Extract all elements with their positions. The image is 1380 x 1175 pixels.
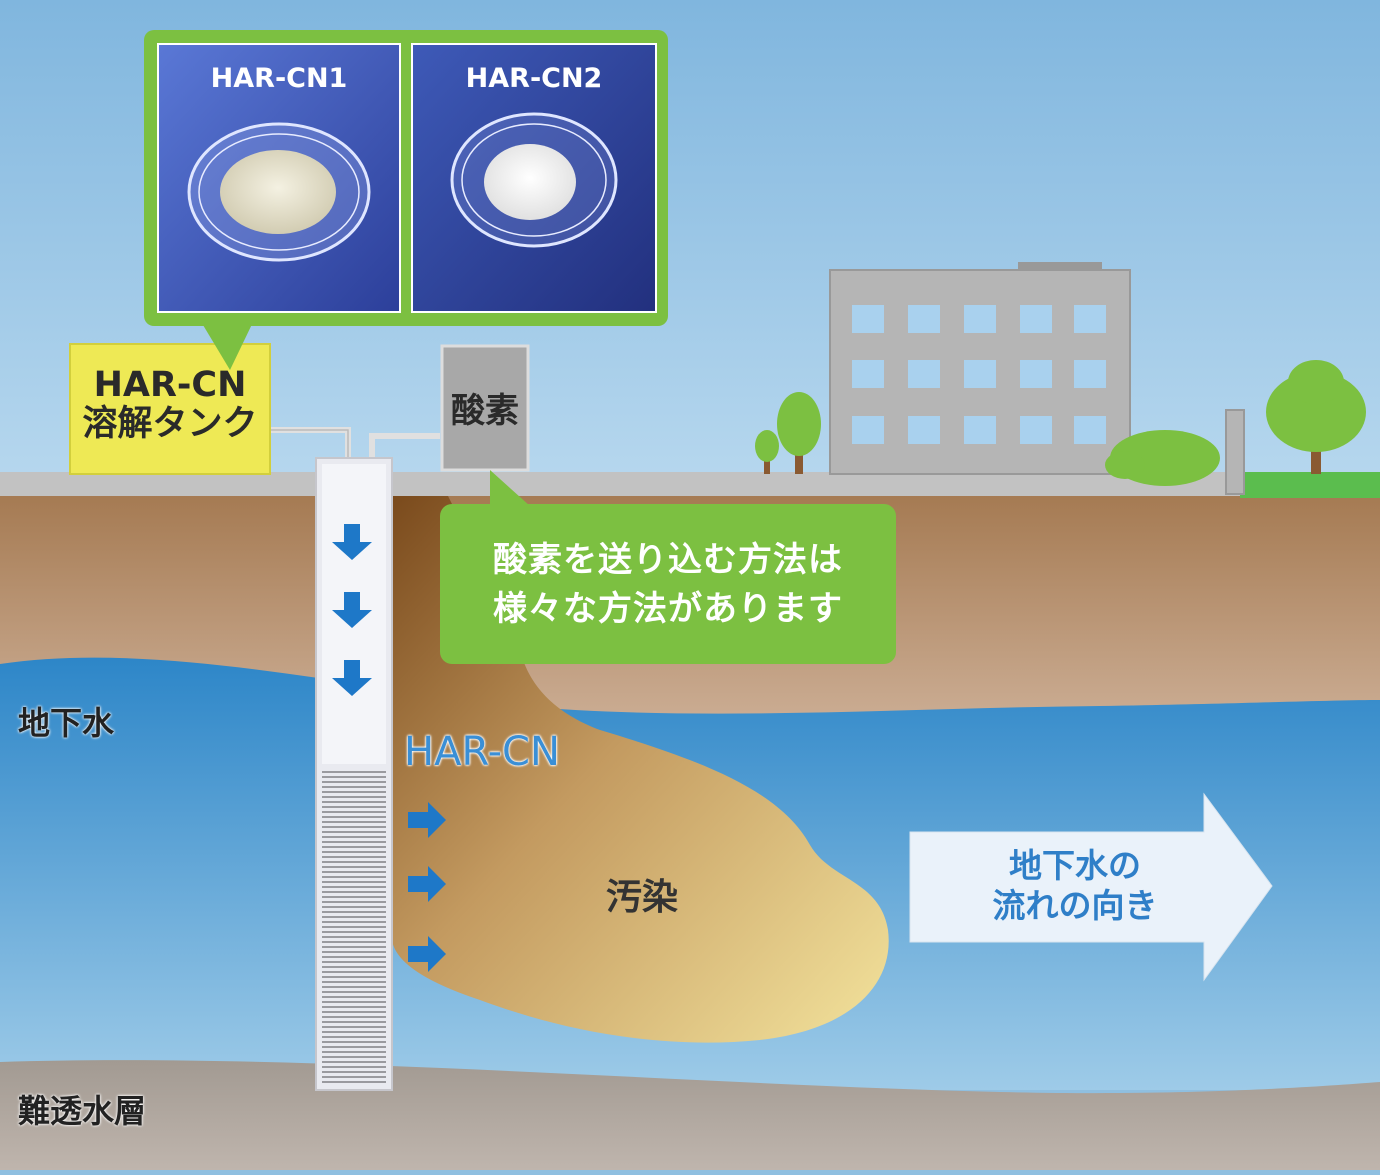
oxygen-box: [440, 344, 530, 472]
tank-label: HAR-CN 溶解タンク: [82, 365, 258, 445]
injection-well: [315, 457, 393, 1091]
bush: [1105, 430, 1220, 486]
injection-label: HAR-CN: [404, 729, 560, 775]
groundwater-label: 地下水: [18, 704, 115, 742]
injection-arrows: [408, 802, 446, 972]
down-arrows: [332, 524, 372, 696]
flow-direction-arrow: [909, 792, 1273, 982]
oxygen-label: 酸素: [451, 391, 519, 431]
powder-har-cn1: [220, 150, 336, 234]
powder-har-cn2: [484, 144, 576, 220]
down-arrow-2: [332, 592, 372, 628]
contamination-label: 汚染: [606, 877, 679, 918]
lawn: [1240, 472, 1380, 498]
tree-large: [1266, 360, 1366, 474]
building: [829, 262, 1245, 495]
flow-direction-label: 地下水の 流れの向き: [992, 846, 1158, 926]
aquitard-label: 難透水層: [18, 1092, 147, 1130]
supply-pipes: [270, 427, 440, 462]
down-arrow-1: [332, 524, 372, 560]
contamination-plume: [392, 496, 889, 1043]
right-arrow-2: [408, 866, 446, 902]
right-arrow-1: [408, 802, 446, 838]
oxygen-note-text: 酸素を送り込む方法は 様々な方法があります: [493, 540, 843, 630]
oxygen-note-bubble: [440, 470, 896, 664]
product-label-har-cn1: HAR-CN1: [210, 63, 348, 94]
down-arrow-3: [332, 660, 372, 696]
tank-box: [69, 343, 271, 475]
ground-surface: [0, 472, 1240, 496]
right-arrow-3: [408, 936, 446, 972]
product-label-har-cn2: HAR-CN2: [465, 63, 603, 94]
tree-small: [755, 430, 779, 474]
tree-medium: [777, 392, 821, 474]
product-callout: [144, 30, 668, 370]
